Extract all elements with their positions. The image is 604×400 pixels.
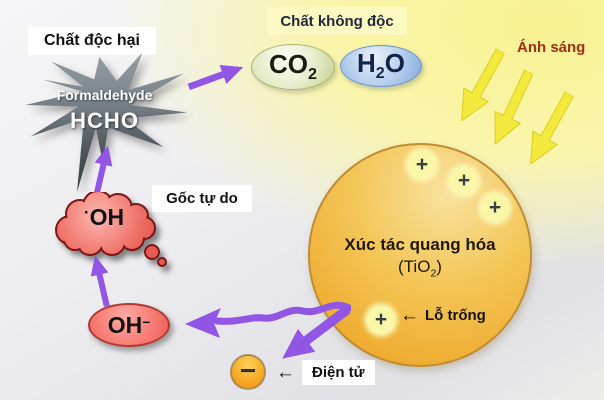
light-ray-arrow-icon bbox=[494, 69, 534, 146]
co2-molecule: CO2 bbox=[251, 44, 335, 90]
decomposition-arrow-icon bbox=[187, 64, 244, 91]
hole-label: ← Lỗ trống bbox=[400, 306, 486, 325]
oxidation-arrow-icon bbox=[90, 255, 110, 308]
light-label: Ánh sáng bbox=[517, 39, 586, 56]
h2o-text: H2O bbox=[357, 48, 405, 83]
pollutant-formula: HCHO bbox=[70, 108, 139, 133]
formaldehyde-starburst: Formaldehyde HCHO bbox=[22, 48, 194, 198]
hole-reaction-wavy-arrow-icon bbox=[185, 301, 351, 338]
nontoxic-substance-label: Chất không độc bbox=[267, 7, 407, 35]
hole-plus-icon: + bbox=[367, 306, 395, 334]
oh-radical-text: ·OH bbox=[83, 203, 125, 230]
free-radical-text: Gốc tự do bbox=[166, 190, 238, 207]
electron-icon: − bbox=[230, 354, 266, 390]
toxic-substance-text: Chất độc hại bbox=[43, 32, 140, 49]
light-ray-arrow-icon bbox=[461, 48, 506, 122]
light-ray-arrow-icon bbox=[530, 91, 575, 165]
left-arrow-icon: ← bbox=[276, 362, 295, 383]
electron-label: ← Điện tử bbox=[276, 360, 375, 385]
electron-transfer-arrow-icon bbox=[282, 305, 351, 359]
left-arrow-icon: ← bbox=[400, 305, 419, 326]
oh-radical-cloud bbox=[48, 190, 168, 270]
catalyst-formula: (TiO2) bbox=[398, 257, 442, 280]
tio2-catalyst-circle: Xúc tác quang hóa (TiO2) + + + + ← Lỗ tr… bbox=[308, 143, 532, 367]
co2-text: CO2 bbox=[269, 49, 317, 84]
catalyst-title: Xúc tác quang hóa bbox=[344, 235, 496, 254]
hydroxide-text: OH− bbox=[107, 311, 151, 338]
plus-charge-icon: + bbox=[481, 194, 509, 222]
free-radical-label: Gốc tự do bbox=[152, 185, 252, 212]
cloud-shape bbox=[55, 190, 167, 267]
toxic-substance-label: Chất độc hại bbox=[28, 27, 156, 55]
hydroxide-ion: OH− bbox=[88, 303, 170, 347]
h2o-molecule: H2O bbox=[340, 45, 422, 87]
electron-text: Điện tử bbox=[302, 360, 375, 385]
pollutant-name: Formaldehyde bbox=[56, 87, 153, 103]
plus-charge-icon: + bbox=[450, 167, 478, 195]
radical-attack-arrow-icon bbox=[93, 145, 113, 198]
hole-text: Lỗ trống bbox=[425, 307, 486, 324]
plus-charge-icon: + bbox=[408, 151, 436, 179]
nontoxic-substance-text: Chất không độc bbox=[280, 12, 394, 30]
